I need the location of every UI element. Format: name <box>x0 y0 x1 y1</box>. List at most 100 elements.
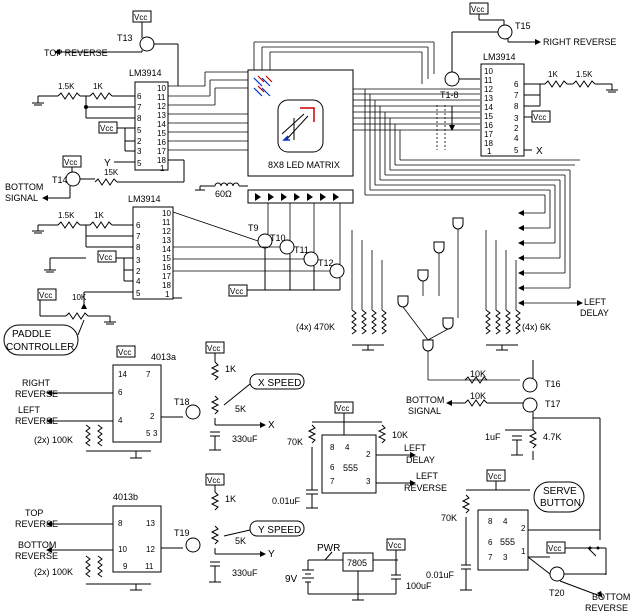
left-rev-label-2: REVERSE <box>404 483 447 493</box>
svg-text:3: 3 <box>514 114 519 123</box>
serve-label-2: BUTTON <box>540 498 581 509</box>
vcc-label: Vcc <box>99 253 112 262</box>
svg-text:16: 16 <box>484 121 493 130</box>
res-4-7k-label: 4.7K <box>543 432 562 442</box>
svg-text:14: 14 <box>484 103 493 112</box>
diode-column: LEFT DELAY <box>518 170 609 318</box>
led-matrix-label: 8X8 LED MATRIX <box>268 160 340 170</box>
svg-text:5: 5 <box>146 429 151 438</box>
res-100k-label: (2x) 100K <box>34 435 73 445</box>
transistors-t9-t12: T9 T10 T11 T12 Vcc <box>172 203 345 297</box>
cap-1uf-label: 1uF <box>485 432 501 442</box>
svg-text:2: 2 <box>150 412 155 421</box>
bottom-signal-label-1: BOTTOM <box>5 182 43 192</box>
svg-text:2: 2 <box>137 137 142 146</box>
555-label: 555 <box>500 537 515 547</box>
svg-text:2: 2 <box>366 450 371 459</box>
svg-text:8: 8 <box>514 102 519 111</box>
svg-text:10: 10 <box>484 67 493 76</box>
res-470k-label: (4x) 470K <box>296 322 335 332</box>
svg-text:1: 1 <box>160 164 165 173</box>
svg-text:5: 5 <box>137 159 142 168</box>
lm3914-top-right-label: LM3914 <box>483 52 516 62</box>
left-rev-label-1: LEFT <box>18 405 41 415</box>
res-10k-label: 10K <box>470 369 486 379</box>
matrix-column-wires <box>168 71 248 151</box>
svg-text:18: 18 <box>484 139 493 148</box>
svg-text:7: 7 <box>146 370 151 379</box>
transistors-t16-t17: 10K T16 T17 10K BOTTOM SIGNAL 4.7K 1uF <box>406 360 601 540</box>
led-driver-row: 60Ω <box>195 182 354 204</box>
555-label: 555 <box>343 463 358 473</box>
t12-label: T12 <box>318 258 334 268</box>
lm3914-mid-label: LM3914 <box>128 194 161 204</box>
svg-text:8: 8 <box>330 443 335 452</box>
t15-label: T15 <box>515 21 531 31</box>
vcc-label: Vcc <box>207 344 220 353</box>
svg-text:6: 6 <box>118 388 123 397</box>
svg-text:1: 1 <box>521 547 526 556</box>
res-1k-label: 1K <box>548 70 558 79</box>
t19-label: T19 <box>174 528 190 538</box>
transistor-t14: T14 Vcc 15K BOTTOM SIGNAL <box>5 155 185 203</box>
top-reverse-label: TOP REVERSE <box>44 48 108 58</box>
serve-label-1: SERVE <box>543 486 577 497</box>
svg-text:5: 5 <box>137 126 142 135</box>
res-15k-label: 1.5K <box>58 211 75 220</box>
vcc-label: Vcc <box>207 476 220 485</box>
svg-text:5: 5 <box>136 289 141 298</box>
svg-text:6: 6 <box>488 538 493 547</box>
res-70k-label: 70K <box>287 437 303 447</box>
bottom-rev-label-2: REVERSE <box>15 551 58 561</box>
t13-label: T13 <box>117 33 133 43</box>
cap-330uf-label: 330uF <box>232 568 258 578</box>
svg-text:12: 12 <box>162 227 171 236</box>
svg-text:6: 6 <box>137 92 142 101</box>
svg-text:4: 4 <box>514 134 519 143</box>
t17-label: T17 <box>545 399 561 409</box>
vcc-label: Vcc <box>39 291 52 300</box>
transistor-t15: Vcc T15 RIGHT REVERSE <box>469 2 616 47</box>
vcc-label: Vcc <box>118 348 131 357</box>
svg-text:12: 12 <box>484 85 493 94</box>
res-5k-label: 5K <box>235 404 246 414</box>
svg-text:10: 10 <box>162 209 171 218</box>
svg-text:3: 3 <box>153 429 158 438</box>
svg-text:7: 7 <box>137 103 142 112</box>
reg-7805-label: 7805 <box>347 558 367 568</box>
top-rev-label-1: TOP <box>25 508 43 518</box>
svg-text:4: 4 <box>118 416 123 425</box>
bottom-rev-label-1: BOTTOM <box>18 540 56 550</box>
res-10k-label-2: 10K <box>470 391 486 401</box>
res-15k-label: 1.5K <box>576 70 593 79</box>
right-rev-label-1: RIGHT <box>22 378 51 388</box>
vcc-label: Vcc <box>336 404 349 413</box>
res-1k-label: 1K <box>93 82 103 91</box>
t20-label: T20 <box>549 588 565 598</box>
svg-text:11: 11 <box>157 93 166 102</box>
bottom-rev-label-2: REVERSE <box>585 603 628 613</box>
svg-text:2: 2 <box>136 267 141 276</box>
t14-label: T14 <box>52 175 68 185</box>
svg-text:13: 13 <box>146 519 155 528</box>
svg-text:17: 17 <box>484 130 493 139</box>
res-6k-label: (4x) 6K <box>522 322 551 332</box>
bottom-signal-label-2: SIGNAL <box>5 193 38 203</box>
svg-text:8: 8 <box>488 517 493 526</box>
bottom-signal-label: BOTTOM <box>406 395 444 405</box>
t16-label: T16 <box>545 379 561 389</box>
vcc-label: Vcc <box>100 124 113 133</box>
logic-gates <box>397 217 520 381</box>
svg-text:11: 11 <box>145 562 154 571</box>
svg-text:1: 1 <box>487 147 492 156</box>
t18-label: T18 <box>174 397 190 407</box>
svg-text:14: 14 <box>162 245 171 254</box>
svg-text:8: 8 <box>118 519 123 528</box>
transistor-t13: T13 Vcc TOP REVERSE <box>44 10 179 86</box>
vcc-label: Vcc <box>488 472 501 481</box>
svg-text:2: 2 <box>514 124 519 133</box>
res-1k-label: 1K <box>94 211 104 220</box>
res-60-label: 60Ω <box>215 189 232 199</box>
